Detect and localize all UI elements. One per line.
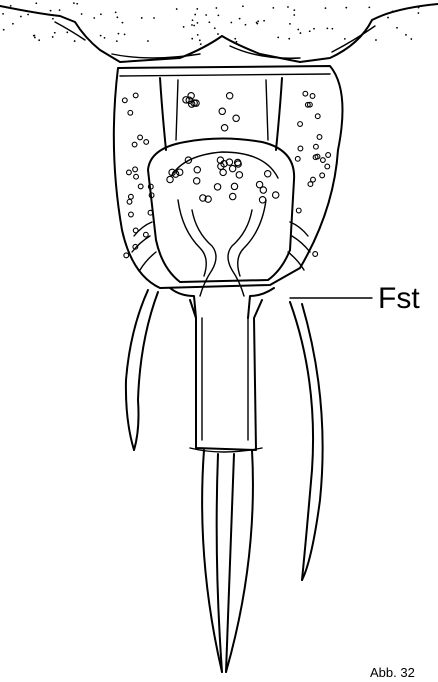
inner-tube <box>148 78 294 282</box>
setae <box>126 290 323 672</box>
capsule-stipple <box>122 91 330 257</box>
figure-caption: Abb. 32 <box>370 666 415 679</box>
central-shaft <box>190 300 262 452</box>
anterior-segment <box>0 2 438 62</box>
fst-label: Fst <box>378 284 420 314</box>
inner-circles <box>167 93 279 203</box>
lateral-spines <box>132 222 310 318</box>
